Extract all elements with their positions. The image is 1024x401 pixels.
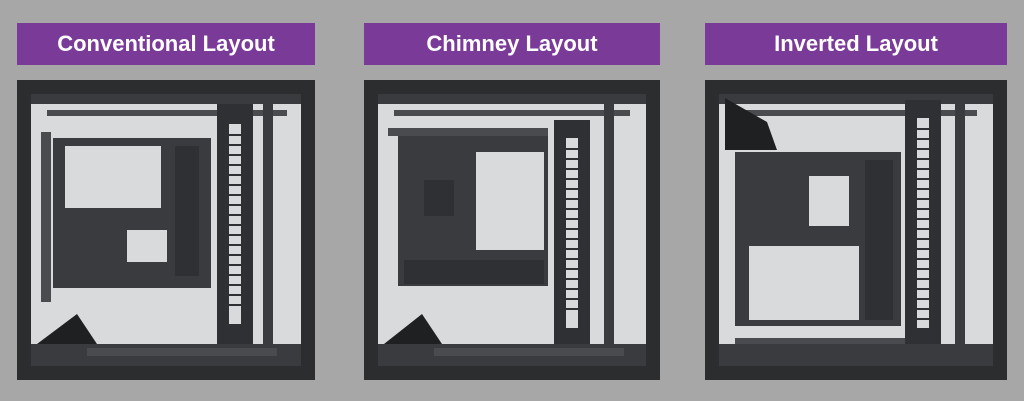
layout-label-inverted: Inverted Layout	[705, 23, 1007, 65]
case-illustration	[17, 80, 315, 380]
case-illustration	[705, 80, 1007, 380]
case-illustration	[364, 80, 660, 380]
layout-label-text: Chimney Layout	[426, 31, 598, 56]
case-image-chimney	[364, 80, 660, 380]
layout-label-text: Inverted Layout	[774, 31, 938, 56]
case-image-conventional	[17, 80, 315, 380]
layout-label-text: Conventional Layout	[57, 31, 275, 56]
case-image-inverted	[705, 80, 1007, 380]
layout-label-chimney: Chimney Layout	[364, 23, 660, 65]
layout-label-conventional: Conventional Layout	[17, 23, 315, 65]
